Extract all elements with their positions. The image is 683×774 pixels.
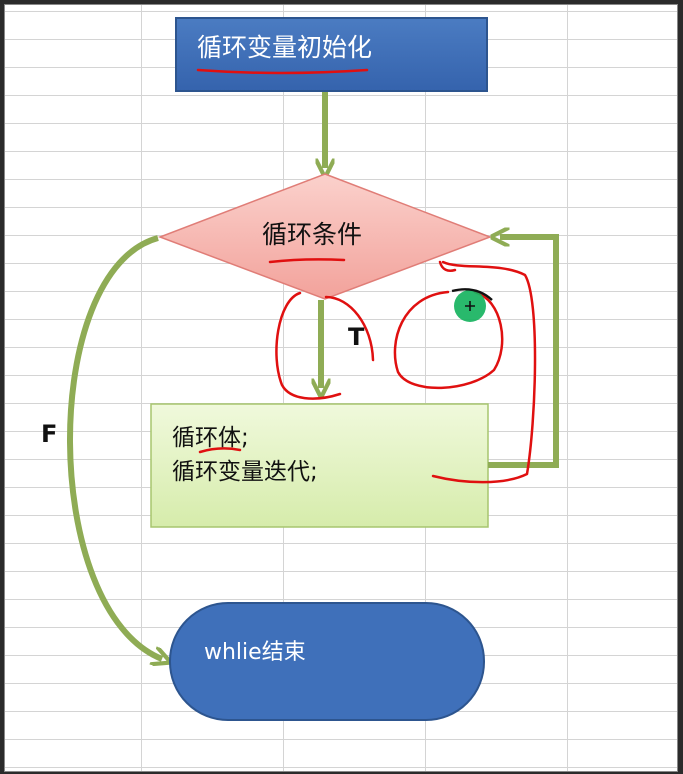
underline-condition bbox=[268, 258, 346, 264]
loop-circle-right bbox=[324, 295, 375, 362]
condition-label: 循环条件 bbox=[262, 220, 363, 249]
loop-circle-center bbox=[393, 290, 504, 390]
underline-init bbox=[196, 68, 369, 75]
loop-circle-left bbox=[275, 291, 342, 400]
init-box bbox=[175, 17, 488, 92]
true-branch-label: T bbox=[348, 323, 365, 351]
loop-path-outer bbox=[431, 260, 537, 484]
body-box bbox=[150, 403, 489, 528]
body-line-2: 循环变量迭代; bbox=[172, 459, 318, 485]
end-pill bbox=[169, 602, 485, 721]
red-pen-annotations bbox=[196, 68, 537, 484]
spreadsheet-grid-background bbox=[4, 4, 678, 772]
false-branch-label: F bbox=[41, 420, 58, 448]
loop-path-start bbox=[438, 260, 457, 272]
arrow-loop-back bbox=[488, 237, 559, 468]
arrow-false-to-end bbox=[67, 235, 162, 659]
end-label: whlie结束 bbox=[204, 640, 306, 665]
cursor-pointer-icon bbox=[451, 288, 493, 322]
underline-body bbox=[198, 447, 242, 454]
init-label: 循环变量初始化 bbox=[197, 33, 373, 62]
body-line-1: 循环体; bbox=[172, 425, 249, 451]
condition-diamond bbox=[157, 173, 493, 300]
